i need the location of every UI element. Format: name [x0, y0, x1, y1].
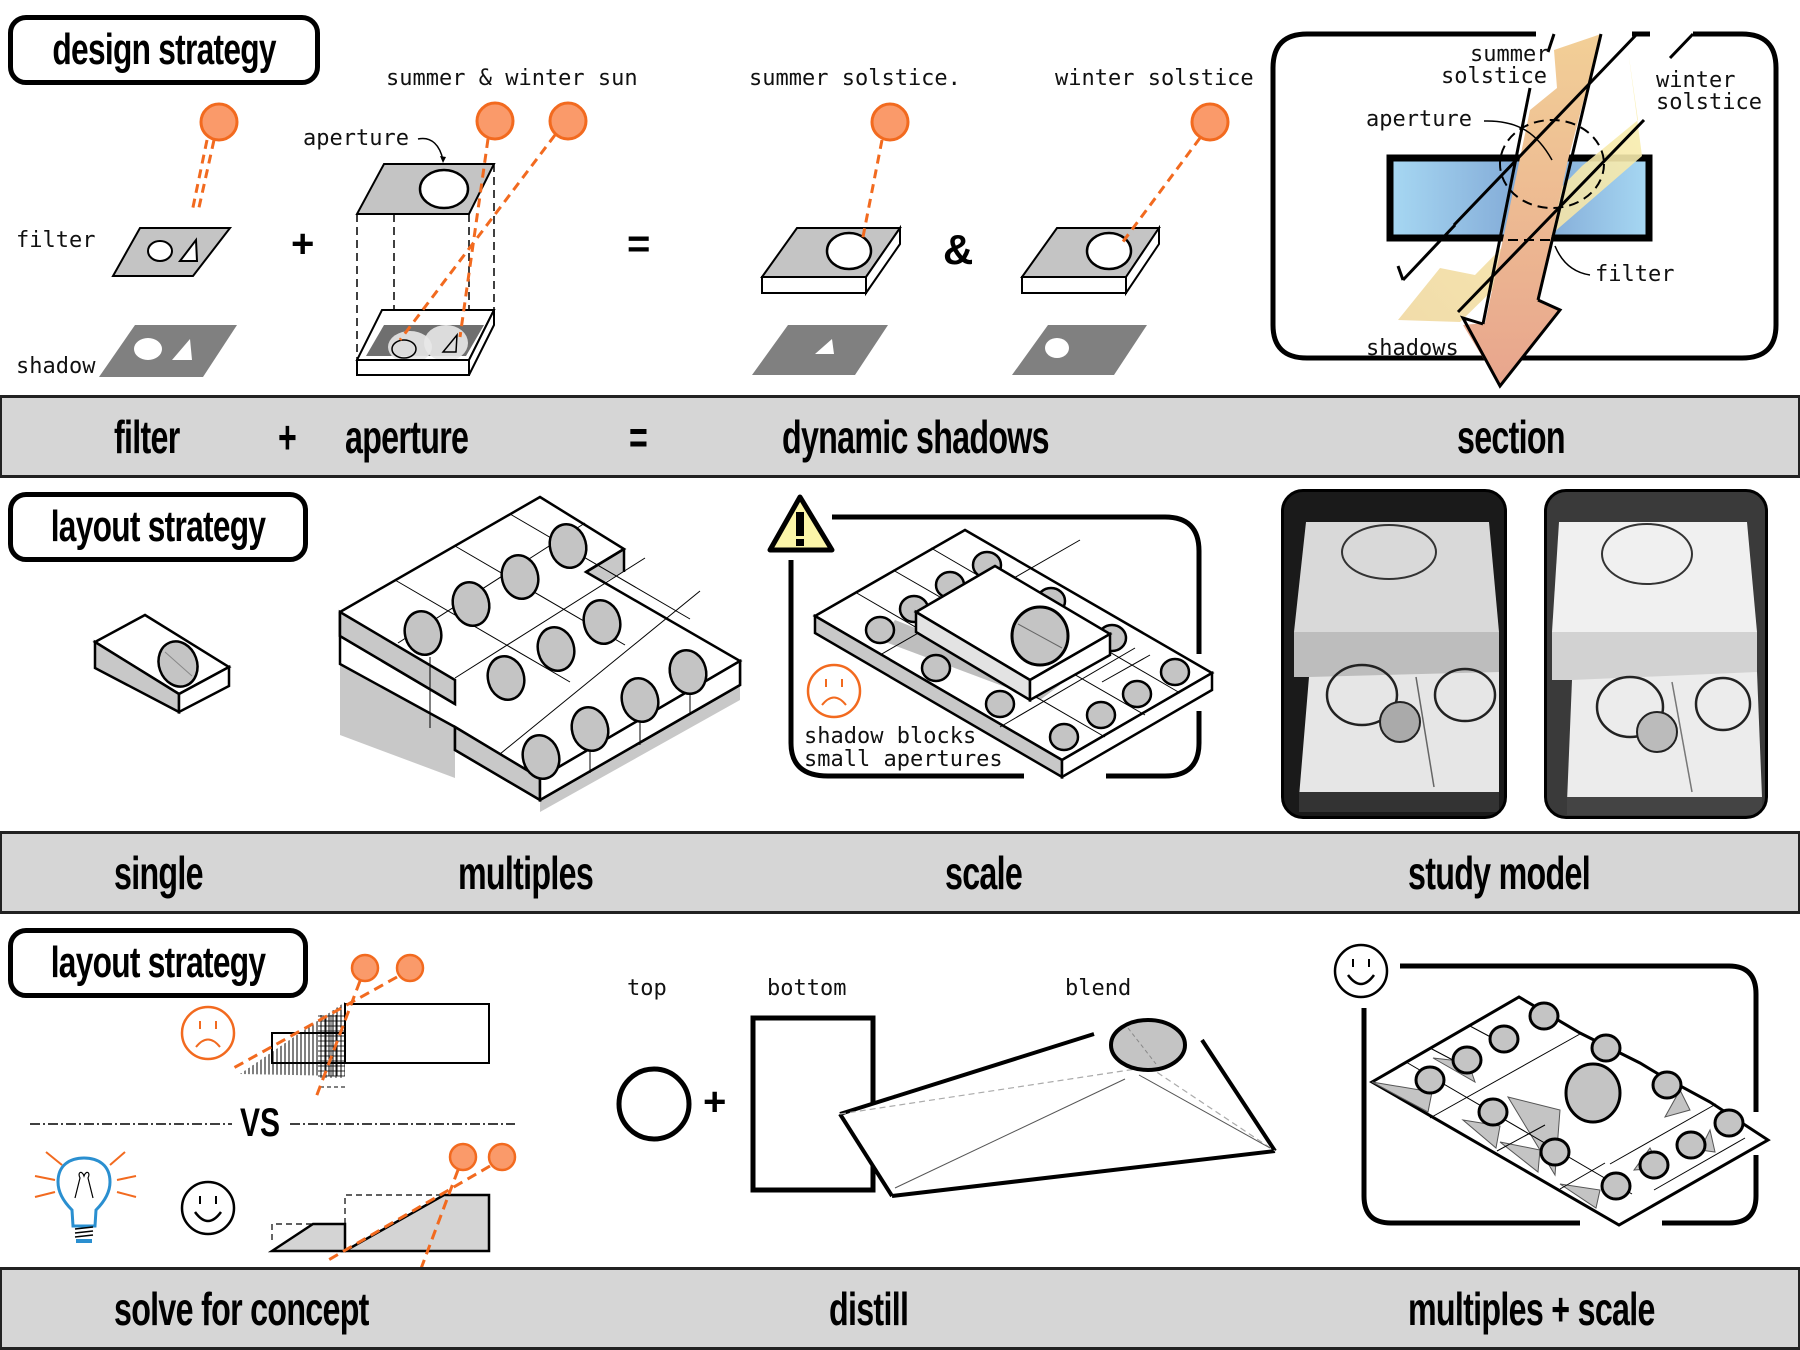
- label-filter: filter: [16, 228, 96, 253]
- warning-note-line1: shadow blocks: [804, 724, 977, 749]
- caption-band-concept: solve for concept distill multiples + sc…: [0, 1267, 1800, 1350]
- band-label-dynamic-shadows: dynamic shadows: [782, 410, 1050, 463]
- single-module-diagram: [92, 613, 232, 715]
- sun-icon: [475, 101, 588, 141]
- box-side: [468, 309, 495, 376]
- shadow-circle: [134, 338, 162, 360]
- band-label-plus: +: [278, 410, 297, 463]
- band-label-filter: filter: [114, 410, 180, 463]
- section-title-text: layout strategy: [50, 938, 266, 987]
- shadow-triangle: [172, 339, 192, 360]
- smiley-face-icon: [1333, 943, 1389, 999]
- warning-frame: [788, 514, 1202, 779]
- label-summer-winter-sun: summer & winter sun: [386, 66, 638, 91]
- section-label-summer-2: solstice: [1441, 64, 1547, 89]
- band-label-single: single: [114, 846, 204, 899]
- blend-form: [840, 1033, 1275, 1196]
- section-label-winter-1: winter: [1656, 68, 1736, 93]
- success-frame: [1361, 963, 1759, 1226]
- warning-note-line2: small apertures: [804, 747, 1003, 772]
- scale-diagram: [767, 494, 1215, 780]
- caption-band-design: filter + aperture = dynamic shadows sect…: [0, 395, 1800, 478]
- warning-icon: [767, 494, 835, 553]
- study-model-photo-2: [1544, 489, 1768, 819]
- sun-icon: [199, 102, 239, 142]
- label-shadow: shadow: [16, 354, 96, 379]
- band-label-study-model: study model: [1408, 846, 1591, 899]
- solstice-diagrams: [752, 102, 1230, 375]
- solve-for-concept-diagram: [30, 953, 517, 1283]
- multiples-diagram: [338, 495, 743, 812]
- band-label-equals: =: [629, 410, 648, 463]
- band-label-section: section: [1457, 410, 1566, 463]
- section-title-text: layout strategy: [50, 502, 266, 551]
- band-label-solve-for-concept: solve for concept: [114, 1282, 369, 1335]
- study-model-photo-1: [1281, 489, 1507, 819]
- ampersand-symbol: &: [943, 226, 974, 273]
- section-title-layout-strategy-2: layout strategy: [8, 928, 308, 998]
- sun-ray-winter: [398, 134, 557, 341]
- shadow-winter: [1012, 325, 1147, 375]
- plus-symbol: +: [291, 222, 315, 266]
- section-title-design-strategy: design strategy: [8, 15, 320, 85]
- vs-label: VS: [240, 1101, 281, 1145]
- top-circle: [616, 1066, 692, 1142]
- sun-ray: [196, 139, 216, 213]
- filter-circle-cutout: [147, 240, 173, 262]
- band-label-scale: scale: [945, 846, 1023, 899]
- sad-face-icon: [180, 1005, 236, 1061]
- distill-label-blend: blend: [1065, 976, 1132, 1001]
- aperture-diagram: [355, 101, 588, 376]
- smiley-face-icon: [180, 1180, 236, 1236]
- sun-icon: [350, 953, 425, 983]
- sad-face-icon: [806, 663, 862, 719]
- aperture-hole: [418, 168, 470, 210]
- distill-label-bottom: bottom: [767, 976, 847, 1001]
- sun-ray: [860, 139, 884, 243]
- section-diagram: [1270, 31, 1779, 389]
- sun-icon: [870, 102, 910, 142]
- sun-icon: [448, 1142, 517, 1172]
- section-label-winter-2: solstice: [1656, 90, 1762, 115]
- aperture-dashed-circle: [1499, 119, 1605, 209]
- section-label-shadows: shadows: [1366, 336, 1459, 361]
- sun-ray: [1120, 137, 1202, 244]
- band-label-multiples-scale: multiples + scale: [1408, 1282, 1655, 1335]
- lightbulb-icon: [34, 1151, 137, 1243]
- band-label-distill: distill: [829, 1282, 909, 1335]
- sun-ray-summer: [458, 138, 490, 338]
- sun-icon: [1190, 102, 1230, 142]
- multiples-scale-diagram: [1333, 943, 1771, 1227]
- filter-diagram: [99, 102, 239, 377]
- caption-band-layout: single multiples scale study model: [0, 831, 1800, 914]
- distill-diagram: [616, 1015, 1277, 1198]
- shadow-plate: [99, 325, 237, 377]
- aperture-circles: [403, 522, 708, 781]
- section-label-summer-1: summer: [1470, 42, 1550, 67]
- distill-label-top: top: [627, 976, 667, 1001]
- distill-plus: +: [703, 1080, 727, 1124]
- winter-arrow: [1398, 50, 1642, 322]
- section-label-aperture: aperture: [1366, 107, 1472, 132]
- section-title-layout-strategy-1: layout strategy: [8, 492, 308, 562]
- band-label-aperture: aperture: [345, 410, 469, 463]
- label-winter-solstice: winter solstice: [1055, 66, 1254, 91]
- section-label-filter: filter: [1595, 262, 1675, 287]
- label-aperture: aperture: [303, 126, 409, 151]
- equals-symbol: =: [627, 222, 651, 266]
- filter-triangle-cutout: [177, 237, 199, 262]
- label-summer-solstice: summer solstice.: [749, 66, 961, 91]
- sun-ray: [190, 139, 209, 213]
- band-label-multiples: multiples: [458, 846, 594, 899]
- section-title-text: design strategy: [52, 25, 276, 74]
